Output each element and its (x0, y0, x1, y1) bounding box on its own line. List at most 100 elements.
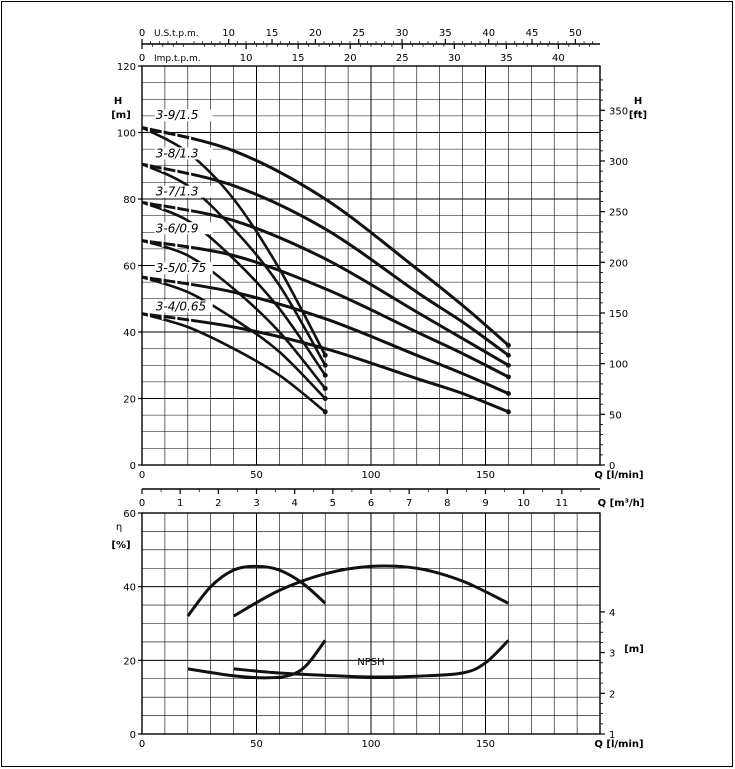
curve-label: 3-7/1.3 (156, 185, 199, 199)
m3h-tick-label: 3 (253, 498, 259, 509)
m3h-tick-label: 11 (555, 498, 568, 509)
imp-gpm-tick-label: 0 (139, 53, 145, 64)
curve-end-marker (505, 409, 511, 415)
y2-axis-title: H (634, 96, 642, 107)
x-axis-label: Q [l/min] (594, 739, 643, 750)
us-gpm-tick-label: 15 (266, 28, 279, 39)
curve-label: 3-8/1.3 (156, 146, 199, 160)
curve-label-bg (154, 109, 213, 122)
curve-end-marker (322, 386, 328, 392)
us-gpm-tick-label: 50 (569, 28, 582, 39)
y2-tick-label: 50 (609, 410, 622, 421)
y2-axis-unit: [ft] (629, 110, 647, 121)
y2-tick-label: 300 (609, 157, 628, 168)
y2-tick-label: 2 (609, 689, 615, 700)
y2-tick-label: 200 (609, 258, 628, 269)
m3h-tick-label: 1 (177, 498, 183, 509)
pump-curve-full (141, 312, 509, 414)
npsh-curve (233, 639, 510, 679)
plot-area-border (141, 512, 601, 735)
curve-end-marker (322, 352, 328, 358)
curve-label: 3-4/0.65 (156, 299, 206, 313)
curve-end-marker (505, 362, 511, 368)
y-axis-unit: [m] (111, 110, 131, 121)
pump-curve-full (141, 126, 510, 347)
y2-tick-label: 150 (609, 309, 628, 320)
x-tick-label: 50 (250, 470, 263, 481)
y2-axis-label: [m] (624, 644, 644, 655)
m3h-axis-label: Q [m³/h] (598, 498, 645, 509)
m3h-tick-label: 2 (215, 498, 221, 509)
pump-curve-small-impeller (141, 275, 327, 400)
curve-end-marker (505, 342, 511, 348)
curve-end-marker (322, 396, 328, 401)
pump-curve-small-impeller (141, 126, 327, 356)
y-tick-label: 40 (123, 328, 136, 339)
y-tick-label: 20 (123, 395, 136, 406)
us-gpm-tick-label: 0 (139, 28, 145, 39)
y-tick-label: 120 (117, 62, 136, 73)
imp-gpm-tick-label: 15 (292, 53, 305, 64)
m3h-tick-label: 6 (368, 498, 374, 509)
npsh-curve (187, 639, 327, 680)
npsh-annotation: NPSH (357, 657, 384, 668)
us-gpm-tick-label: 10 (222, 28, 235, 39)
curve-label: 3-9/1.5 (156, 108, 199, 122)
m3h-tick-label: 0 (139, 498, 145, 509)
y-axis-title: H (114, 96, 122, 107)
x-tick-label: 150 (476, 739, 495, 750)
efficiency-curve (186, 564, 327, 618)
y-axis-unit: [%] (111, 540, 130, 551)
m3h-tick-label: 4 (291, 498, 297, 509)
y-tick-label: 20 (123, 656, 136, 667)
curve-label: 3-5/0.75 (156, 261, 206, 275)
curve-end-marker (322, 409, 328, 415)
y-tick-label: 40 (123, 583, 136, 594)
us-gpm-tick-label: 30 (396, 28, 409, 39)
curve-end-marker (505, 391, 511, 397)
us-gpm-tick-label: 40 (482, 28, 495, 39)
m3h-tick-label: 9 (482, 498, 488, 509)
efficiency-curve (232, 564, 510, 618)
pump-curve-small-impeller (141, 239, 327, 390)
curve-label: 3-6/0.9 (156, 221, 199, 235)
us-gpm-tick-label: 45 (526, 28, 539, 39)
y-tick-label: 80 (123, 195, 136, 206)
m3h-tick-label: 10 (517, 498, 530, 509)
y2-tick-label: 100 (609, 360, 628, 371)
y-tick-label: 0 (130, 461, 136, 472)
pump-curve-full (141, 239, 510, 379)
pump-curve-small-impeller (141, 201, 327, 376)
y2-tick-label: 1 (609, 730, 615, 741)
curve-label-bg (154, 222, 213, 235)
imp-gpm-tick-label: 25 (396, 53, 409, 64)
m3h-tick-label: 7 (406, 498, 412, 509)
x-tick-label: 100 (361, 470, 380, 481)
y-tick-label: 60 (123, 509, 136, 520)
m3h-tick-label: 5 (330, 498, 336, 509)
us-gpm-tick-label: 25 (352, 28, 365, 39)
y-tick-label: 100 (117, 129, 136, 140)
x-axis-label: Q [l/min] (594, 470, 643, 481)
curve-end-marker (322, 362, 328, 368)
y2-tick-label: 0 (609, 461, 615, 472)
us-gpm-scale-name: U.S.t.p.m. (154, 29, 199, 39)
x-tick-label: 0 (139, 470, 145, 481)
y-axis-title: η (116, 522, 122, 533)
y2-tick-label: 350 (609, 106, 628, 117)
imp-gpm-tick-label: 20 (344, 53, 357, 64)
curve-end-marker (322, 372, 328, 378)
y-tick-label: 0 (130, 730, 136, 741)
imp-gpm-tick-label: 35 (500, 53, 513, 64)
pump-curve-small-impeller (141, 162, 327, 366)
x-tick-label: 0 (139, 739, 145, 750)
curve-label-bg (154, 300, 213, 313)
us-gpm-tick-label: 20 (309, 28, 322, 39)
pump-curve-full (141, 200, 510, 367)
pump-curve-full (141, 162, 510, 357)
y2-tick-label: 250 (609, 208, 628, 219)
imp-gpm-tick-label: 10 (240, 53, 253, 64)
